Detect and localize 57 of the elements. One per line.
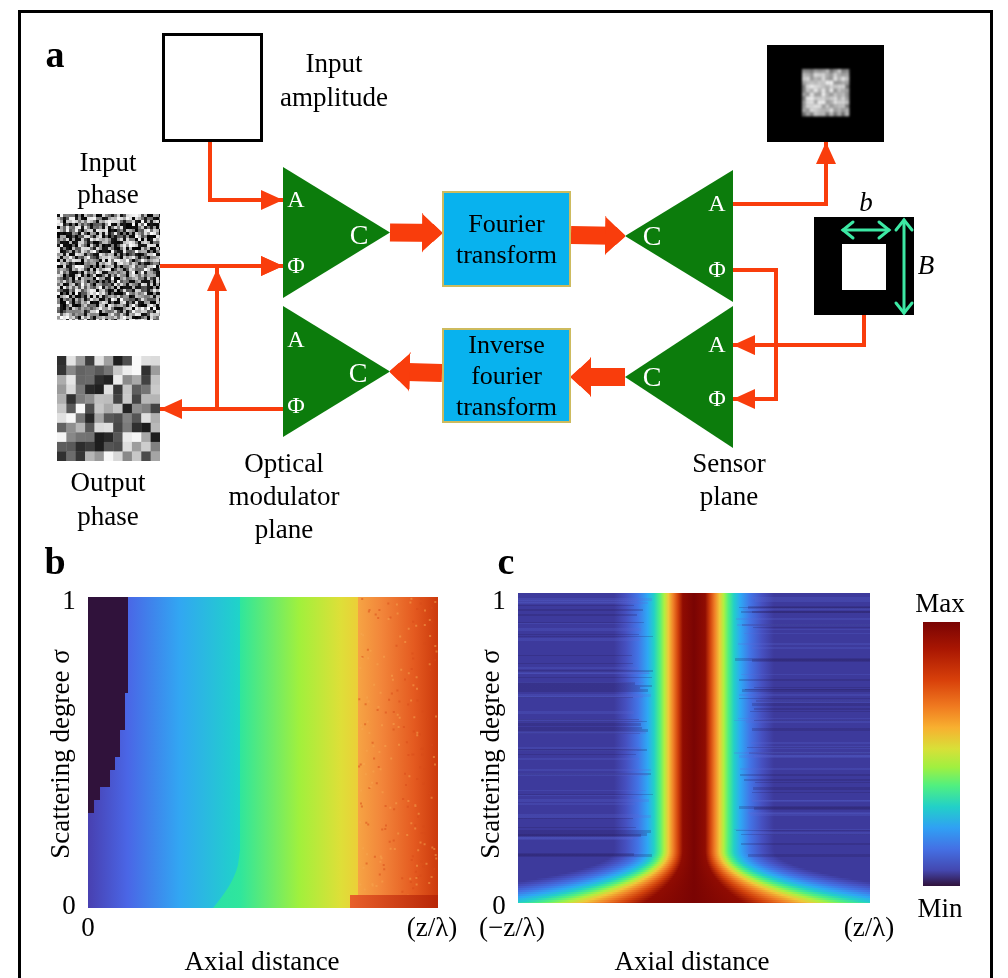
square-target-drawing — [814, 217, 914, 315]
port-label: C — [348, 356, 368, 390]
axis-title: Axial distance — [614, 946, 770, 978]
port-label: A — [287, 186, 305, 214]
tick-label: 1 — [62, 585, 76, 617]
port-label: A — [708, 190, 726, 218]
panel-label: a — [45, 33, 65, 77]
block-arrow — [389, 352, 443, 393]
port-label: A — [287, 326, 305, 354]
panel-label: c — [497, 540, 515, 584]
process-label: Fourier transform — [454, 208, 559, 270]
colorbar-label: Min — [917, 893, 963, 925]
port-label: C — [642, 219, 662, 253]
port-label: Φ — [287, 252, 305, 280]
arrow — [160, 399, 283, 419]
plane-label: Sensor plane — [691, 447, 767, 513]
image-caption: Output phase — [69, 466, 147, 533]
port-label: Φ — [708, 256, 726, 284]
tick-label: 0 — [81, 912, 95, 944]
block-arrow — [570, 215, 626, 256]
fine-noise-drawing — [57, 214, 160, 320]
tick-label: 0 — [62, 890, 76, 922]
image-caption: Input amplitude — [279, 47, 389, 114]
triangle-block — [283, 306, 390, 437]
tick-label: 0 — [492, 890, 506, 921]
arrow — [208, 142, 283, 210]
tick-label: 1 — [492, 585, 506, 617]
process-box — [442, 328, 571, 423]
triangle-block — [625, 170, 733, 302]
triangle-block — [625, 306, 733, 448]
panel-label: b — [44, 540, 66, 584]
dimension-label: B — [917, 250, 935, 282]
process-box — [442, 191, 571, 287]
plane-label: Optical modulator plane — [227, 447, 341, 546]
port-label: C — [642, 360, 662, 394]
arrow — [733, 315, 866, 356]
tick-label: (z/λ) — [843, 912, 895, 944]
port-label: A — [708, 331, 726, 359]
axis-title: Axial distance — [184, 946, 340, 978]
axis-title: Scattering degree σ — [45, 649, 77, 859]
image-caption: Input phase — [76, 146, 140, 210]
bright-square-drawing — [767, 45, 884, 142]
arrow — [733, 268, 778, 409]
port-label: C — [349, 218, 369, 252]
tick-label: (z/λ) — [406, 912, 458, 944]
port-label: Φ — [287, 392, 305, 420]
block-arrow — [571, 357, 625, 397]
block-arrow — [389, 212, 443, 253]
arrow — [733, 142, 836, 207]
empty-square — [162, 33, 263, 142]
axis-title: Scattering degree σ — [475, 649, 507, 859]
port-label: Φ — [708, 385, 726, 413]
triangle-block — [283, 167, 390, 298]
process-label: Inverse fourier transform — [454, 329, 559, 422]
coarse-noise-drawing — [57, 356, 160, 461]
colorbar-label: Max — [915, 588, 965, 620]
dimension-label: b — [859, 187, 873, 219]
